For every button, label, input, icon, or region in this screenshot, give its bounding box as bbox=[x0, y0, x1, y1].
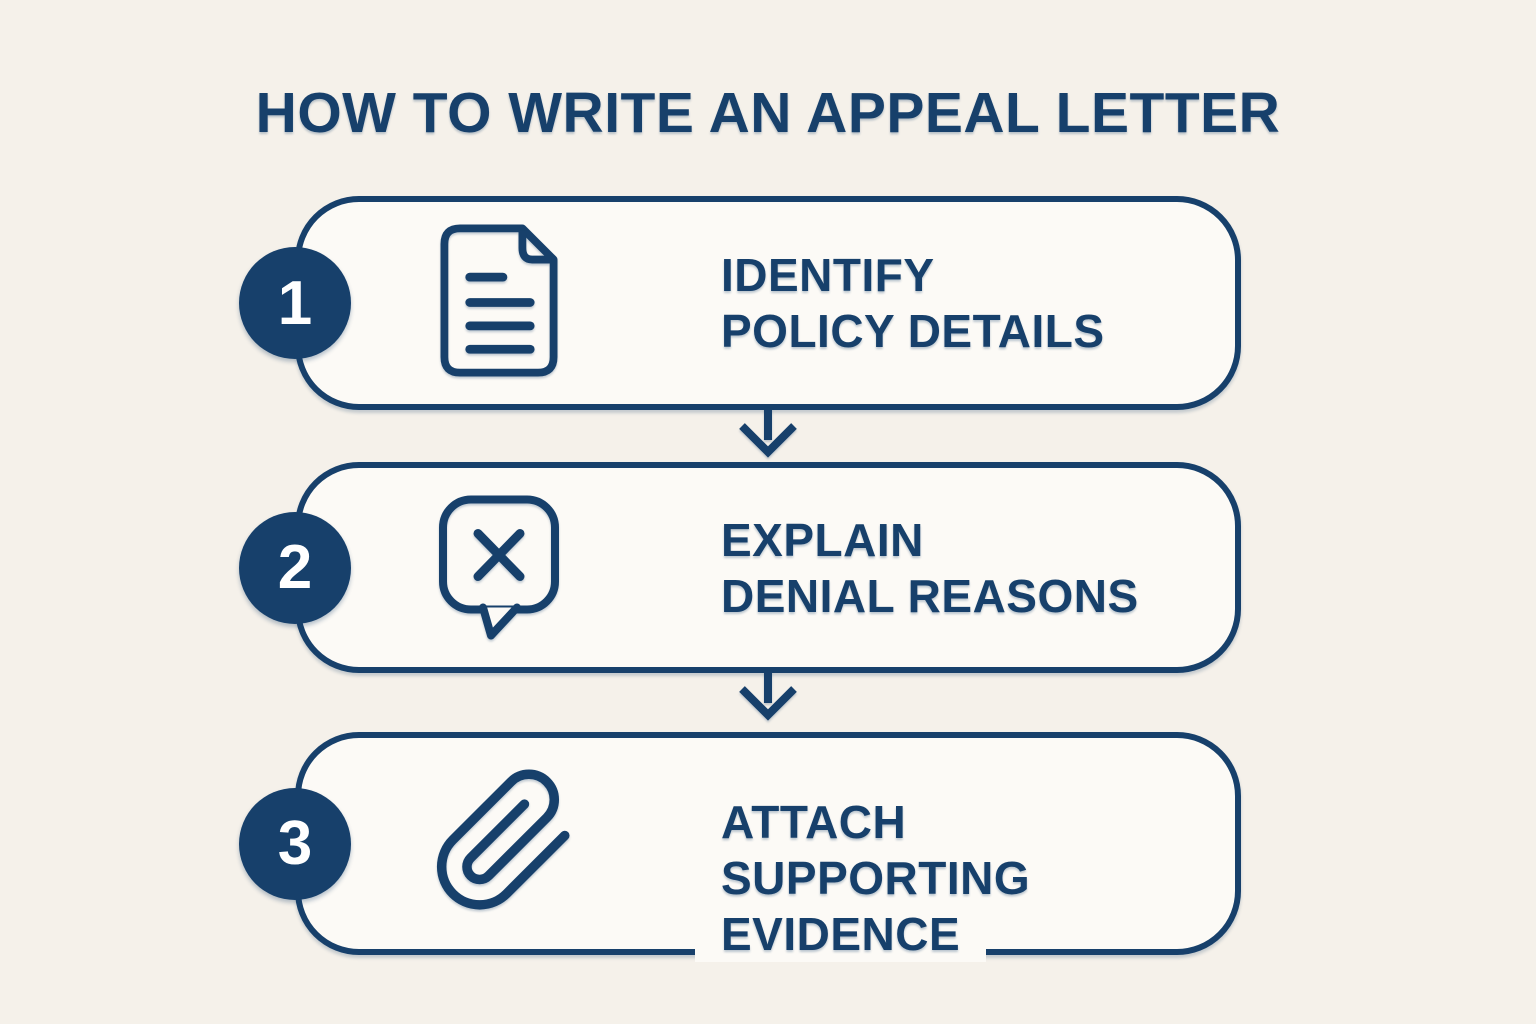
step-label-line: DENIAL REASONS bbox=[721, 569, 1139, 622]
arrow-down-icon bbox=[736, 408, 800, 463]
step-number-badge: 2 bbox=[239, 511, 351, 624]
step-label: EXPLAIN DENIAL REASONS bbox=[721, 512, 1139, 624]
speech-bubble-x-icon bbox=[429, 489, 569, 646]
step-label-line: IDENTIFY bbox=[721, 249, 935, 301]
step-label-line: EXPLAIN bbox=[721, 513, 924, 566]
step-label-line: POLICY DETAILS bbox=[721, 305, 1105, 357]
paperclip-icon bbox=[429, 765, 581, 922]
step-card-explain-denial-reasons: 2 EXPLAIN DENIAL REASONS bbox=[239, 462, 1241, 673]
step-number: 3 bbox=[277, 809, 313, 878]
step-card-attach-supporting-evidence: 3 ATTACH SUPPORTING EVIDENCE bbox=[239, 732, 1241, 962]
step-label-line-overlapping-border: EVIDENCE bbox=[695, 906, 987, 962]
step-card-identify-policy-details: 1 IDENTIFY POLICY DETAILS bbox=[239, 196, 1241, 410]
step-label: ATTACH SUPPORTING EVIDENCE bbox=[695, 794, 1031, 962]
document-icon bbox=[429, 223, 569, 384]
step-number-badge: 3 bbox=[239, 787, 351, 900]
step-number: 2 bbox=[277, 533, 313, 602]
page-title: HOW TO WRITE AN APPEAL LETTER bbox=[255, 81, 1281, 145]
step-number-badge: 1 bbox=[239, 247, 351, 359]
step-label-line: ATTACH bbox=[721, 796, 907, 848]
arrow-down-icon bbox=[736, 671, 800, 726]
step-label-line: SUPPORTING bbox=[721, 852, 1031, 904]
step-label-line: EVIDENCE bbox=[695, 906, 1030, 962]
step-number: 1 bbox=[277, 268, 313, 338]
step-label: IDENTIFY POLICY DETAILS bbox=[721, 247, 1105, 359]
